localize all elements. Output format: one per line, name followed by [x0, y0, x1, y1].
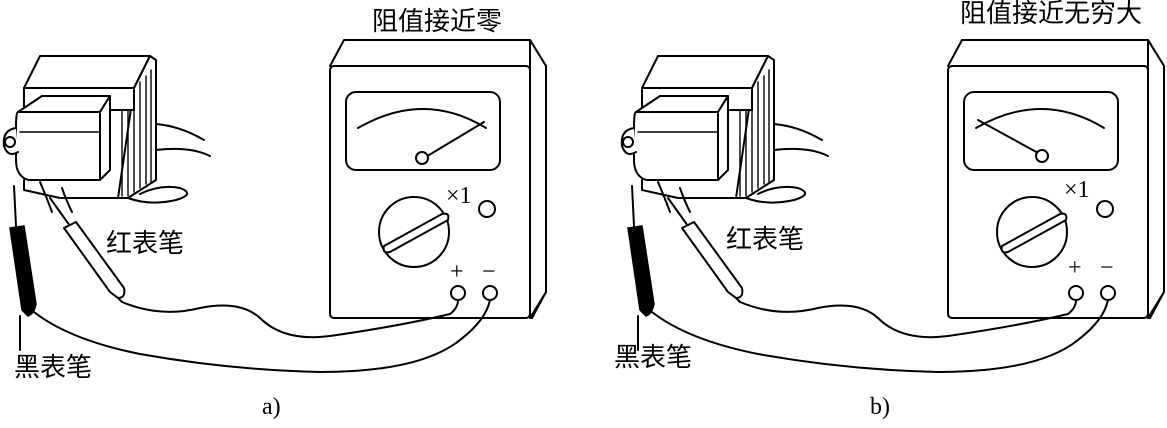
- panel-b: 阻值接近无穷大 红表笔 黑表笔 ×1 + − b): [614, 0, 1165, 420]
- red-probe-label-a: 红表笔: [106, 229, 184, 259]
- black-probe-icon: [9, 185, 37, 351]
- needle-a: [415, 121, 485, 165]
- result-label-b: 阻值接近无穷大: [960, 0, 1142, 29]
- caption-a: a): [262, 394, 281, 420]
- black-probe-label-a: 黑表笔: [14, 353, 92, 383]
- cables-a: [33, 299, 491, 373]
- cables-b: [651, 299, 1109, 373]
- red-probe-label-b: 红表笔: [726, 225, 804, 255]
- transformer-icon: [620, 55, 829, 213]
- range-label-a: ×1: [446, 183, 472, 209]
- minus-label-b: −: [1100, 255, 1114, 281]
- caption-b: b): [870, 394, 890, 420]
- plus-label-a: +: [450, 259, 464, 285]
- black-probe-label-b: 黑表笔: [614, 343, 692, 373]
- black-probe-icon: [627, 185, 655, 351]
- red-probe-icon: [49, 197, 126, 303]
- transformer-icon: [2, 55, 211, 213]
- result-label-a: 阻值接近零: [372, 7, 502, 37]
- multimeter-icon: [329, 39, 547, 319]
- range-label-b: ×1: [1064, 177, 1090, 203]
- multimeter-icon: [947, 39, 1165, 319]
- panel-a: 阻值接近零 红表笔 黑表笔 ×1 + − a): [2, 7, 547, 420]
- minus-label-a: −: [482, 259, 496, 285]
- selector-pointer-a: [382, 212, 450, 254]
- needle-b: [977, 119, 1049, 163]
- selector-pointer-b: [1000, 212, 1068, 254]
- plus-label-b: +: [1068, 255, 1082, 281]
